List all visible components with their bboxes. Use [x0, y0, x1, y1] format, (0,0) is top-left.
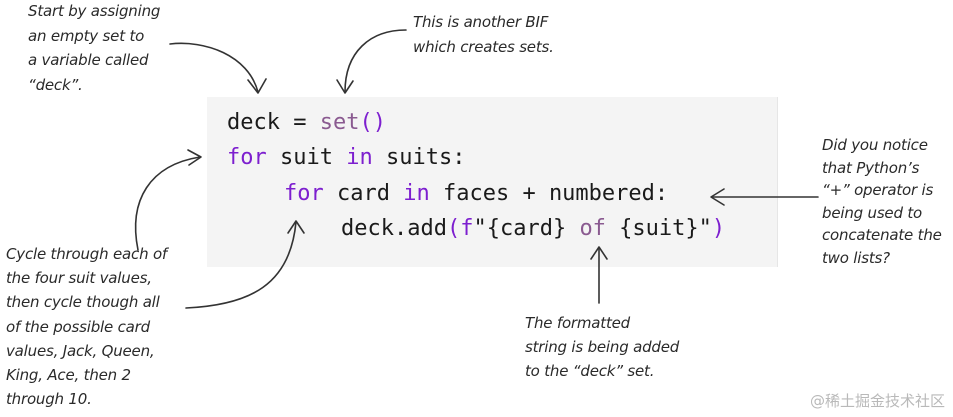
- code-block: deck = set() for suit in suits: for card…: [207, 97, 778, 267]
- code-line-3: for card in faces + numbered:: [284, 180, 668, 208]
- code-var-deck: deck: [227, 110, 280, 135]
- code-text-of: of: [579, 216, 606, 241]
- code-keyword-in: in: [403, 181, 430, 206]
- watermark: @稀土掘金技术社区: [809, 392, 945, 410]
- code-quote-open: ": [473, 216, 487, 241]
- arrow-to-for-card: [185, 221, 297, 309]
- arrow-to-plus-head: [710, 188, 725, 206]
- code-keyword-for: for: [284, 181, 324, 206]
- arrow-to-deck-head: [247, 78, 267, 94]
- code-deck-add: deck.add: [341, 216, 447, 241]
- arrow-to-for-suit-head: [187, 149, 202, 166]
- code-var-card: card: [323, 181, 404, 206]
- code-set-parens: (): [359, 110, 386, 135]
- code-line-2: for suit in suits:: [227, 144, 465, 172]
- code-fstring-prefix: f: [460, 216, 474, 241]
- annotation-plus-operator: Did you notice that Python’s “+” operato…: [822, 136, 942, 267]
- annotation-assign-empty-set: Start by assigning an empty set to a var…: [28, 2, 161, 94]
- code-quote-close: ": [698, 216, 712, 241]
- arrow-to-deck: [169, 42, 259, 93]
- annotation-cycle-through: Cycle through each of the four suit valu…: [6, 245, 167, 409]
- annotation-set-bif: This is another BIF which creates sets.: [413, 13, 554, 56]
- code-line-1: deck = set(): [227, 109, 386, 137]
- code-placeholder-suit: {suit}: [605, 216, 699, 241]
- arrow-to-set-head: [336, 79, 354, 94]
- code-var-suit: suit: [266, 145, 347, 170]
- code-keyword-for: for: [227, 145, 267, 170]
- arrow-to-fstring-head: [590, 246, 608, 260]
- arrow-to-for-suit: [134, 156, 201, 251]
- arrow-to-for-card-head: [287, 220, 305, 234]
- code-close-paren: ): [711, 216, 726, 241]
- code-line-4: deck.add(f"{card} of {suit}"): [341, 215, 725, 243]
- code-iter-faces-numbered: faces + numbered:: [429, 181, 669, 206]
- code-iter-suits: suits:: [372, 145, 466, 170]
- code-placeholder-card: {card}: [486, 216, 580, 241]
- code-keyword-in: in: [346, 145, 373, 170]
- code-set-builtin: set: [319, 110, 360, 135]
- arrow-to-set: [344, 29, 407, 93]
- code-open-paren: (: [446, 216, 461, 241]
- annotation-formatted-string: The formatted string is being added to t…: [525, 314, 680, 380]
- code-assign-op: =: [279, 110, 320, 135]
